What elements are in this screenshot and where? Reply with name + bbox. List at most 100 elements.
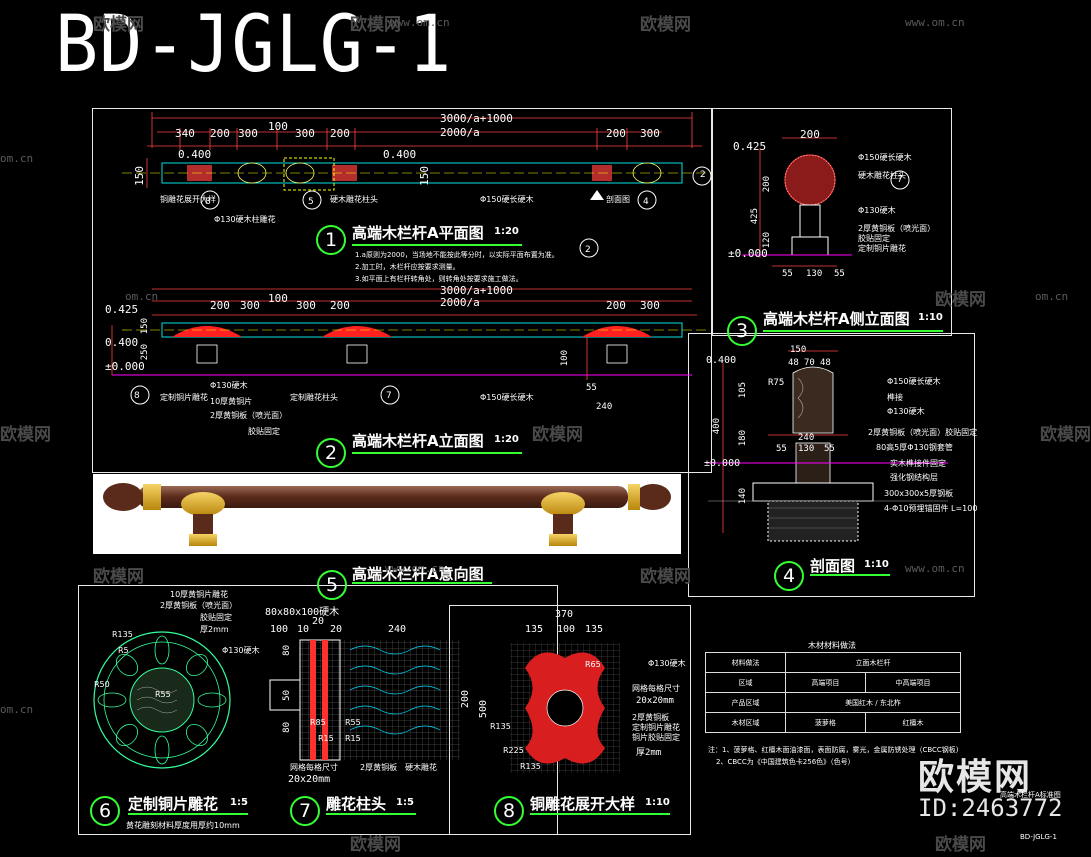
elev-seg-6: 200 <box>606 299 626 312</box>
elev-vert-5: 100 <box>560 350 570 367</box>
watermark-brand: 欧模网 <box>93 15 144 35</box>
flower-title-underline <box>128 813 248 815</box>
copper-unfold-view <box>510 643 620 773</box>
unfold-top-dim: 370 <box>555 609 574 620</box>
side-view-scale: 1:10 <box>918 312 943 323</box>
elev-level-3: ±0.000 <box>105 360 145 373</box>
flower-view-number: 6 <box>90 796 120 826</box>
plan-seg-3: 300 <box>238 127 258 140</box>
unfold-label-5: 定制铜片雕花 <box>632 723 680 732</box>
plan-seg-4: 100 <box>268 120 288 133</box>
section-title-underline <box>810 574 890 576</box>
side-label-5: 胶贴固定 <box>858 234 890 243</box>
side-top-dim: 200 <box>800 128 820 141</box>
unfold-view-number: 8 <box>494 796 524 826</box>
side-bottom-3: 55 <box>834 269 845 279</box>
plan-mid-vert: 150 <box>418 166 431 186</box>
post-dim-1: 100 <box>270 624 289 635</box>
plan-note-3: 3.如平面上有栏杆转角处，则转角处按要求施工做法。 <box>355 275 523 283</box>
plan-label-3: 硬木雕花柱头 <box>330 195 378 204</box>
side-view-title: 高端木栏杆A侧立面图 <box>763 310 910 328</box>
section-radius: R75 <box>768 378 785 388</box>
unfold-label-7: 厚2mm <box>636 748 662 758</box>
unfold-dim-2: 100 <box>557 624 576 635</box>
side-title-underline <box>763 330 943 332</box>
section-mid-3: 55 <box>824 444 835 454</box>
elevation-title-underline <box>352 452 522 454</box>
plan-view-number: 1 <box>316 225 346 255</box>
plan-level-1: 0.400 <box>178 148 212 161</box>
flower-radius-2: R5 <box>118 646 129 655</box>
plan-callout-5: 2 <box>585 245 591 255</box>
watermark-brand: 欧模网 <box>532 425 583 445</box>
elev-label-1: Φ130硬木 <box>210 381 248 390</box>
section-top-1: 48 <box>788 358 799 368</box>
section-top-3: 48 <box>820 358 831 368</box>
plan-seg-6: 200 <box>330 127 350 140</box>
unfold-view-scale: 1:10 <box>645 797 670 808</box>
section-vert-180: 180 <box>738 430 748 447</box>
watermark-url: www.om.cn <box>390 16 450 29</box>
elevation-view-number: 2 <box>316 438 346 468</box>
table-row: 木材区域 菠萝格 红檀木 <box>705 712 962 733</box>
watermark-url: www.om.cn <box>905 562 965 575</box>
side-vert-2: 425 <box>750 208 760 225</box>
section-frame <box>688 333 975 597</box>
materials-table-title: 木材材料做法 <box>808 641 856 650</box>
section-label-2: 榫接 <box>887 393 903 402</box>
table-cell: 中高端项目 <box>864 672 962 693</box>
flower-note: 黄花雕刻材料厚度用厚约10mm <box>126 821 240 830</box>
render-title-underline <box>352 582 492 584</box>
post-dim-3: 20 <box>312 616 325 627</box>
plan-view <box>122 112 712 258</box>
elev-level-1: 0.425 <box>105 303 139 316</box>
unfold-radius-4: R135 <box>520 762 541 771</box>
materials-table: 材料做法 立面木栏杆 区域 高端项目 中高端项目 产品区域 美国红木 / 东北柞… <box>705 652 962 733</box>
elev-label-2: 10厚黄铜片 <box>210 397 253 406</box>
plan-callout-1: 8 <box>205 197 211 207</box>
section-view-number: 4 <box>774 561 804 591</box>
elev-level-2: 0.400 <box>105 336 139 349</box>
section-vert-400: 400 <box>712 418 722 435</box>
unfold-label-6: 铜片胶贴固定 <box>632 733 680 742</box>
side-label-1: Φ150硬长硬木 <box>858 153 912 162</box>
section-top-total: 150 <box>790 345 807 355</box>
section-label-5: 80高5厚Φ130钢套管 <box>876 443 953 452</box>
plan-a-dim: 2000/a <box>440 126 480 139</box>
unfold-dim-1: 135 <box>525 624 544 635</box>
copper-flower-view <box>93 631 231 769</box>
plan-view-scale: 1:20 <box>494 226 519 237</box>
elev-label-5: 定制铜片雕花 <box>160 393 208 402</box>
watermark-url: om.cn <box>1035 290 1069 303</box>
elev-a-dim: 2000/a <box>440 296 480 309</box>
elev-label-6: 定制雕花柱头 <box>290 393 338 402</box>
post-label-3: 2厚黄铜板 <box>360 763 398 772</box>
side-view-frame <box>712 108 952 336</box>
side-label-4: 2厚黄铜板（喷光面） <box>858 224 936 233</box>
sheet-name-small: 高端木栏杆A标准图 <box>1000 791 1061 799</box>
flower-label-4: 厚2mm <box>200 625 229 634</box>
watermark-url: www.om.cn <box>385 562 445 575</box>
watermark-brand: 欧模网 <box>640 15 691 35</box>
watermark-url: www.om.cn <box>905 16 965 29</box>
table-cell: 美国红木 / 东北柞 <box>784 692 962 713</box>
side-label-2: 硬木雕花柱头 <box>858 171 906 180</box>
flower-label-5: Φ130硬木 <box>222 646 260 655</box>
render-view-number: 5 <box>317 570 347 600</box>
flower-view-scale: 1:5 <box>230 797 248 808</box>
drawing-code-title: BD-JGLG-1 <box>55 0 453 90</box>
table-cell: 高端项目 <box>784 672 866 693</box>
elevation-view-scale: 1:20 <box>494 434 519 445</box>
post-radius-3: R55 <box>345 718 361 727</box>
post-dim-6: 240 <box>388 624 407 635</box>
flower-radius-4: R55 <box>155 690 171 699</box>
side-label-3: Φ130硬木 <box>858 206 896 215</box>
section-label-4: 2厚黄铜板（喷光面）胶贴固定 <box>868 428 978 437</box>
post-view-scale: 1:5 <box>396 797 414 808</box>
unfold-label-4: 20x20mm <box>636 696 674 706</box>
materials-note-2: 2、CBCC为《中国建筑色卡256色》（色号） <box>716 758 855 766</box>
side-callout: 7 <box>897 175 903 185</box>
unfold-radius-3: R225 <box>503 746 524 755</box>
post-title-underline <box>326 813 416 815</box>
unfold-radius-5: R65 <box>585 660 601 669</box>
